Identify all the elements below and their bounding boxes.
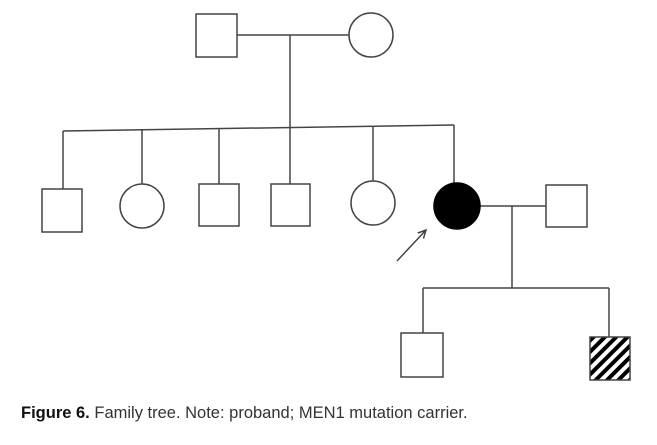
generation-1 [195,12,394,58]
son-3-male-symbol [270,183,311,227]
figure-caption-text: Family tree. Note: proband; MEN1 mutatio… [94,404,468,422]
figure-label: Figure 6. [21,404,90,422]
mother-female-symbol [348,12,394,58]
daughter-2-female-symbol [350,180,396,226]
connector-lines [62,34,610,337]
figure-caption: Figure 6. Family tree. Note: proband; ME… [21,404,468,423]
daughter-1-female-symbol [119,183,165,229]
generation-2 [41,180,588,262]
son-1-male-symbol [41,188,83,233]
son-2-male-symbol [198,183,240,227]
father-male-symbol [195,13,238,58]
grandson-1-male-symbol [400,332,444,378]
gen2-sibship-line [62,124,455,132]
proband-affected-female-symbol [433,182,481,230]
proband-spouse-male-symbol [545,184,588,228]
grandson-2-carrier-male-symbol [589,336,631,381]
generation-3 [400,332,631,381]
proband-arrow-icon [396,230,426,262]
